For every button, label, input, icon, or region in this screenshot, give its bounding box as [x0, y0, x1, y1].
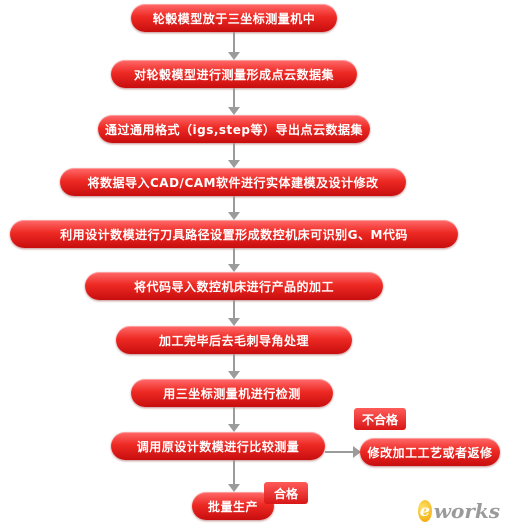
arrow-6-7 [228, 300, 240, 326]
fail-label: 不合格 [354, 408, 406, 430]
step-8: 用三坐标测量机进行检测 [131, 379, 333, 407]
step-4: 将数据导入CAD/CAM软件进行实体建模及设计修改 [60, 168, 406, 196]
step-3: 通过通用格式（igs,step等）导出点云数据集 [98, 115, 370, 143]
rework-box: 修改加工工艺或者返修 [360, 438, 500, 466]
arrow-3-4 [228, 143, 240, 168]
step-2: 对轮毂模型进行测量形成点云数据集 [111, 60, 357, 88]
pass-label: 合格 [264, 482, 308, 504]
arrow-4-5 [228, 196, 240, 220]
arrow-1-2 [228, 32, 240, 60]
arrow-5-6 [228, 248, 240, 272]
arrow-8-9 [228, 407, 240, 432]
logo-mark-icon: e [418, 500, 432, 522]
step-7: 加工完毕后去毛刺导角处理 [116, 326, 352, 354]
arrow-2-3 [228, 88, 240, 115]
step-9: 调用原设计数模进行比较测量 [111, 432, 325, 460]
arrow-9-10 [228, 460, 240, 492]
arrow-7-8 [228, 354, 240, 379]
step-10: 批量生产 [192, 492, 274, 520]
step-1: 轮毂模型放于三坐标测量机中 [131, 4, 337, 32]
step-5: 利用设计数模进行刀具路径设置形成数控机床可识别G、M代码 [10, 220, 458, 248]
step-6: 将代码导入数控机床进行产品的加工 [85, 272, 383, 300]
logo-text: works [433, 499, 500, 523]
arrow-to-rework [325, 446, 361, 458]
